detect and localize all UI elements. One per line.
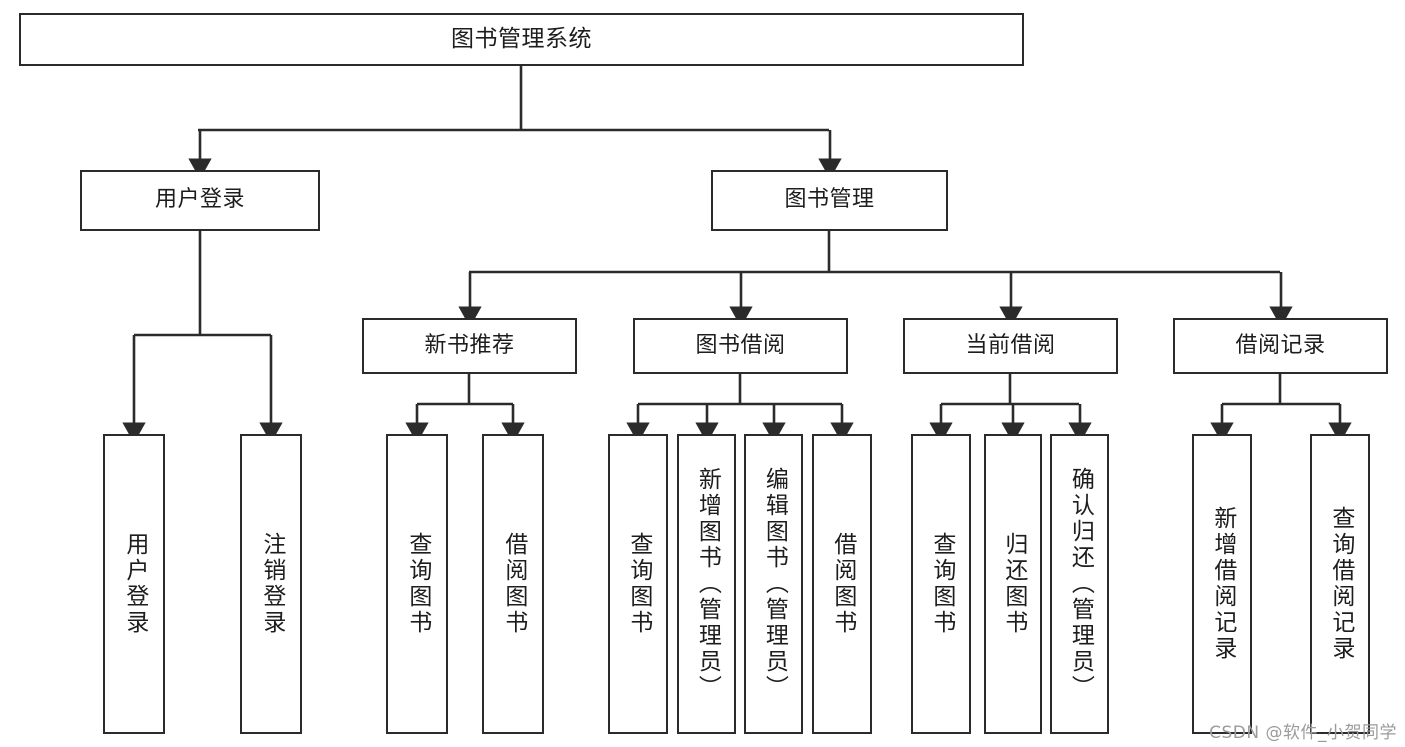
node-records[interactable]: 借阅记录 xyxy=(1173,318,1388,374)
node-leaf7[interactable]: 编辑图书（管理员） xyxy=(744,434,803,734)
node-label: 查询图书 xyxy=(404,532,431,636)
node-label: 编辑图书（管理员） xyxy=(761,467,788,701)
node-leaf13[interactable]: 查询借阅记录 xyxy=(1310,434,1370,734)
node-label: 查询图书 xyxy=(625,532,652,636)
node-label: 借阅记录 xyxy=(1235,332,1326,358)
node-label: 用户登录 xyxy=(121,532,148,636)
node-label: 当前借阅 xyxy=(965,332,1056,358)
node-leaf8[interactable]: 借阅图书 xyxy=(812,434,872,734)
node-leaf2[interactable]: 注销登录 xyxy=(240,434,302,734)
node-label: 图书管理系统 xyxy=(451,26,592,53)
node-leaf1[interactable]: 用户登录 xyxy=(103,434,165,734)
node-login[interactable]: 用户登录 xyxy=(80,170,320,231)
node-label: 注销登录 xyxy=(258,532,285,636)
node-leaf5[interactable]: 查询图书 xyxy=(608,434,668,734)
node-leaf6[interactable]: 新增图书（管理员） xyxy=(677,434,736,734)
node-label: 查询借阅记录 xyxy=(1327,506,1354,662)
node-root[interactable]: 图书管理系统 xyxy=(19,13,1024,66)
csdn-watermark: CSDN @软件_小贺同学 xyxy=(1209,723,1397,743)
node-bookmgmt[interactable]: 图书管理 xyxy=(711,170,948,231)
node-leaf9[interactable]: 查询图书 xyxy=(911,434,971,734)
node-label: 新书推荐 xyxy=(424,332,515,358)
node-leaf4[interactable]: 借阅图书 xyxy=(482,434,544,734)
node-label: 新增图书（管理员） xyxy=(694,467,721,701)
node-borrow[interactable]: 图书借阅 xyxy=(633,318,848,374)
node-leaf11[interactable]: 确认归还（管理员） xyxy=(1050,434,1109,734)
node-label: 归还图书 xyxy=(1000,532,1027,636)
node-label: 新增借阅记录 xyxy=(1209,506,1236,662)
node-newrec[interactable]: 新书推荐 xyxy=(362,318,577,374)
node-label: 借阅图书 xyxy=(829,532,856,636)
node-label: 图书借阅 xyxy=(695,332,786,358)
node-leaf12[interactable]: 新增借阅记录 xyxy=(1192,434,1252,734)
node-label: 查询图书 xyxy=(928,532,955,636)
node-leaf10[interactable]: 归还图书 xyxy=(984,434,1042,734)
node-leaf3[interactable]: 查询图书 xyxy=(386,434,448,734)
node-label: 借阅图书 xyxy=(500,532,527,636)
node-label: 图书管理 xyxy=(784,187,875,213)
node-current[interactable]: 当前借阅 xyxy=(903,318,1118,374)
node-label: 确认归还（管理员） xyxy=(1067,467,1094,701)
node-label: 用户登录 xyxy=(154,187,245,213)
